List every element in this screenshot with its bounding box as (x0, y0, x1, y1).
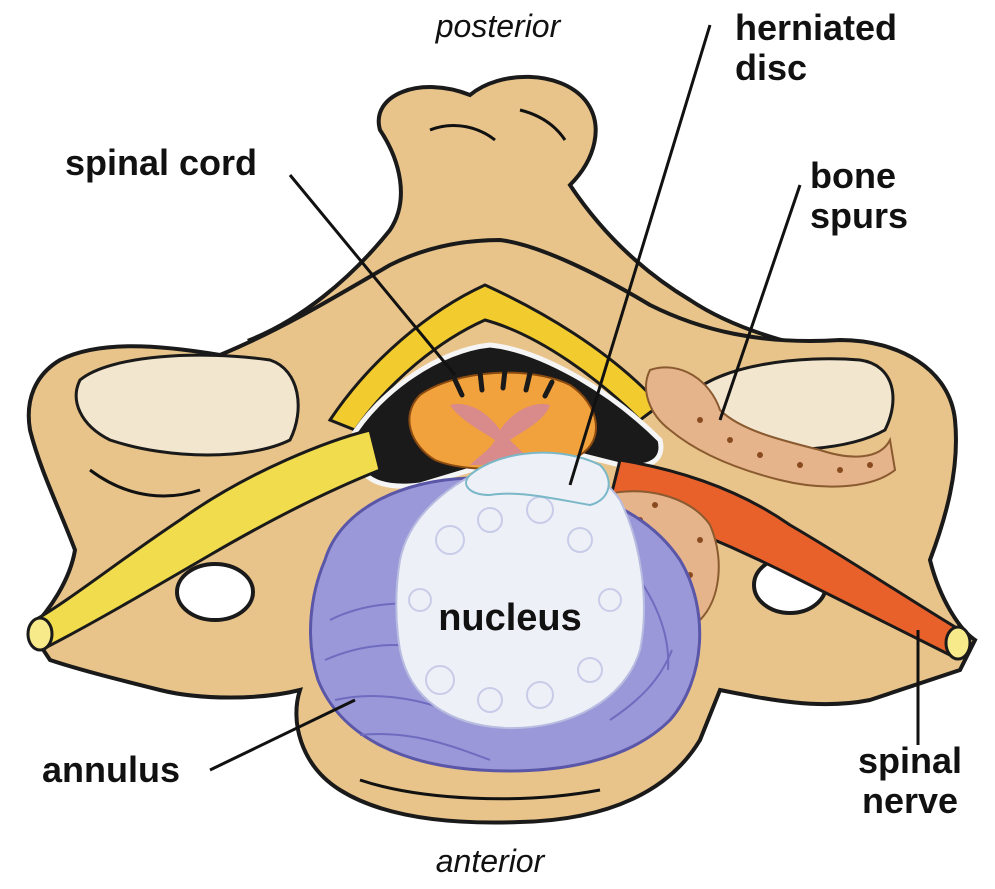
herniated-disc-leader (568, 24, 712, 486)
bone-shading (89, 468, 201, 498)
herniated-disc-label-line2: disc (735, 47, 807, 88)
dorsal-rootlets (452, 367, 555, 399)
bone-spurs-leader (718, 184, 802, 421)
bone-shading (519, 108, 567, 141)
spinal-cord-gray-matter (450, 404, 550, 465)
right-nerve-cut-end (944, 625, 972, 661)
left-nerve-cut-end (26, 616, 54, 652)
spinal-cord-label: spinal cord (65, 142, 257, 183)
nucleus-texture (408, 496, 622, 713)
spinal-cord (408, 367, 597, 471)
leader-lines (209, 24, 920, 772)
anterior-label: anterior (436, 843, 546, 879)
bone-spurs-label-line1: bone (810, 155, 896, 196)
herniated-disc-bulge (465, 451, 610, 507)
annulus-fibers (324, 579, 673, 761)
spinal-cord-leader (288, 174, 457, 376)
spinal-nerve-label-line1: spinal (858, 740, 962, 781)
bone-spurs-label-line2: spurs (810, 195, 908, 236)
nerves (26, 428, 972, 661)
left-transverse-foramen (175, 562, 255, 622)
annulus-label: annulus (42, 749, 180, 790)
annulus-leader (209, 698, 356, 772)
bone-spur-cluster-upper (645, 366, 897, 488)
bone-shading (359, 778, 601, 801)
intervertebral-disc (309, 451, 702, 773)
labels: posterior anterior herniated disc spinal… (42, 7, 962, 879)
left-facet-joint (74, 353, 300, 457)
posterior-label: posterior (435, 8, 562, 44)
bone-shading (429, 123, 496, 142)
nucleus-label: nucleus (438, 597, 582, 639)
herniated-disc-label-line1: herniated (735, 7, 897, 48)
spinal-nerve-label-line2: nerve (862, 780, 958, 821)
